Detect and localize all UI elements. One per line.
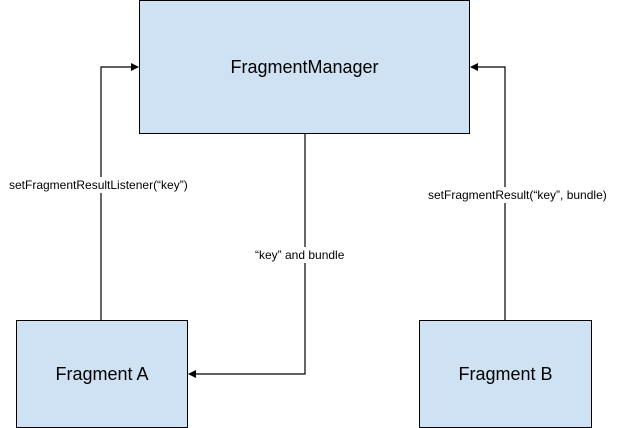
fragment-manager-label: FragmentManager	[230, 56, 379, 77]
edge-label-key-and-bundle: “key” and bundle	[255, 247, 345, 263]
fragment-b-box: Fragment B	[419, 320, 592, 428]
arrow-fragment-b-to-manager	[470, 63, 506, 320]
fragment-a-label: Fragment A	[55, 363, 149, 384]
edge-label-set-fragment-result: setFragmentResult(“key”, bundle)	[428, 187, 607, 203]
fragment-b-label: Fragment B	[458, 363, 553, 384]
fragment-a-box: Fragment A	[16, 320, 188, 428]
edge-label-set-fragment-result-listener: setFragmentResultListener(“key”)	[9, 177, 188, 193]
arrow-manager-to-fragment-a	[188, 134, 306, 378]
arrow-fragment-a-to-manager	[100, 63, 139, 320]
fragment-manager-box: FragmentManager	[139, 0, 470, 134]
